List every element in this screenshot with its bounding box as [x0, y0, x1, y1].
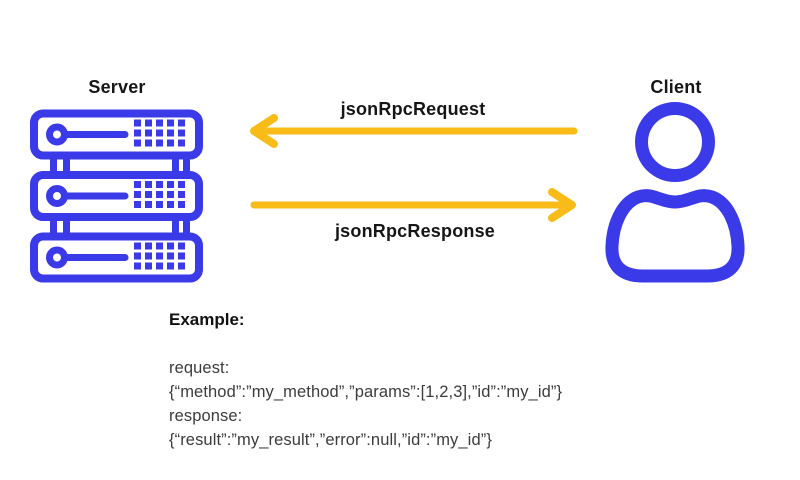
client-label: Client: [650, 77, 702, 97]
response-arrow-label: jsonRpcResponse: [334, 221, 496, 241]
example-line-response-json: {“result”:”my_result”,”error”:null,”id”:…: [169, 431, 492, 449]
example-line-request-title: request:: [169, 359, 230, 377]
server-label: Server: [88, 77, 146, 97]
example-line-request-json: {“method”:”my_method”,”params”:[1,2,3],”…: [169, 383, 563, 401]
example-line-response-title: response:: [169, 407, 243, 425]
server-icon: [30, 109, 203, 283]
example-lines: request: {“method”:”my_method”,”params”:…: [169, 356, 562, 452]
response-arrow-icon: [250, 188, 576, 222]
person-icon: [605, 102, 745, 283]
example-heading: Example:: [169, 310, 245, 329]
example-block: Example: request: {“method”:”my_method”,…: [169, 310, 562, 452]
server-connector-tabs: [50, 155, 190, 235]
request-arrow-icon: [250, 114, 578, 148]
request-arrow-label: jsonRpcRequest: [340, 99, 486, 119]
